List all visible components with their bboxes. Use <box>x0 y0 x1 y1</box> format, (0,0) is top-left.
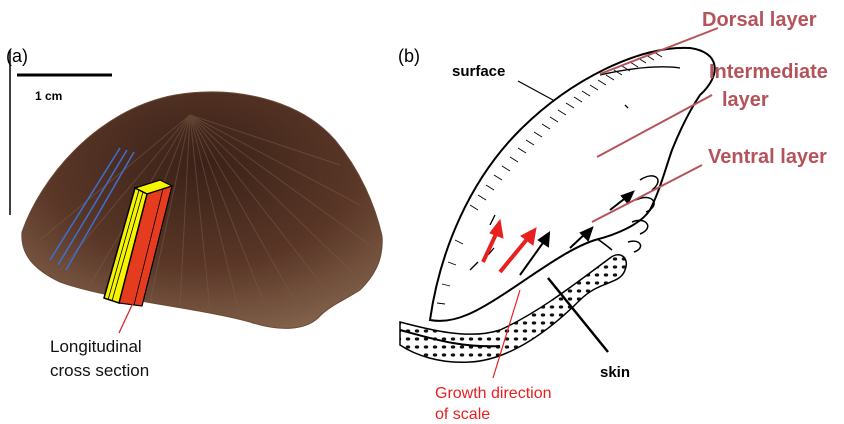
growth-label-line2: of scale <box>435 406 490 423</box>
dorsal-layer-label: Dorsal layer <box>702 9 817 31</box>
intermediate-layer-label-line2: layer <box>722 89 769 111</box>
ventral-layer-label: Ventral layer <box>708 146 827 168</box>
intermediate-layer-label-line1: Intermediate <box>709 61 828 83</box>
panel-b: (b) <box>398 9 828 423</box>
surface-pointer <box>518 81 553 100</box>
growth-label-line1: Growth direction <box>435 385 552 402</box>
panel-a: (a) 1 cm <box>6 46 382 380</box>
surface-label: surface <box>452 63 505 80</box>
panel-a-label: (a) <box>6 46 28 66</box>
section-label-line1: Longitudinal <box>50 337 142 356</box>
panel-b-label: (b) <box>398 46 420 66</box>
section-pointer-line <box>119 303 133 333</box>
scale-bar-label: 1 cm <box>35 89 62 103</box>
scale-outline <box>430 48 715 321</box>
section-label-line2: cross section <box>50 361 149 380</box>
skin-label: skin <box>600 364 630 381</box>
